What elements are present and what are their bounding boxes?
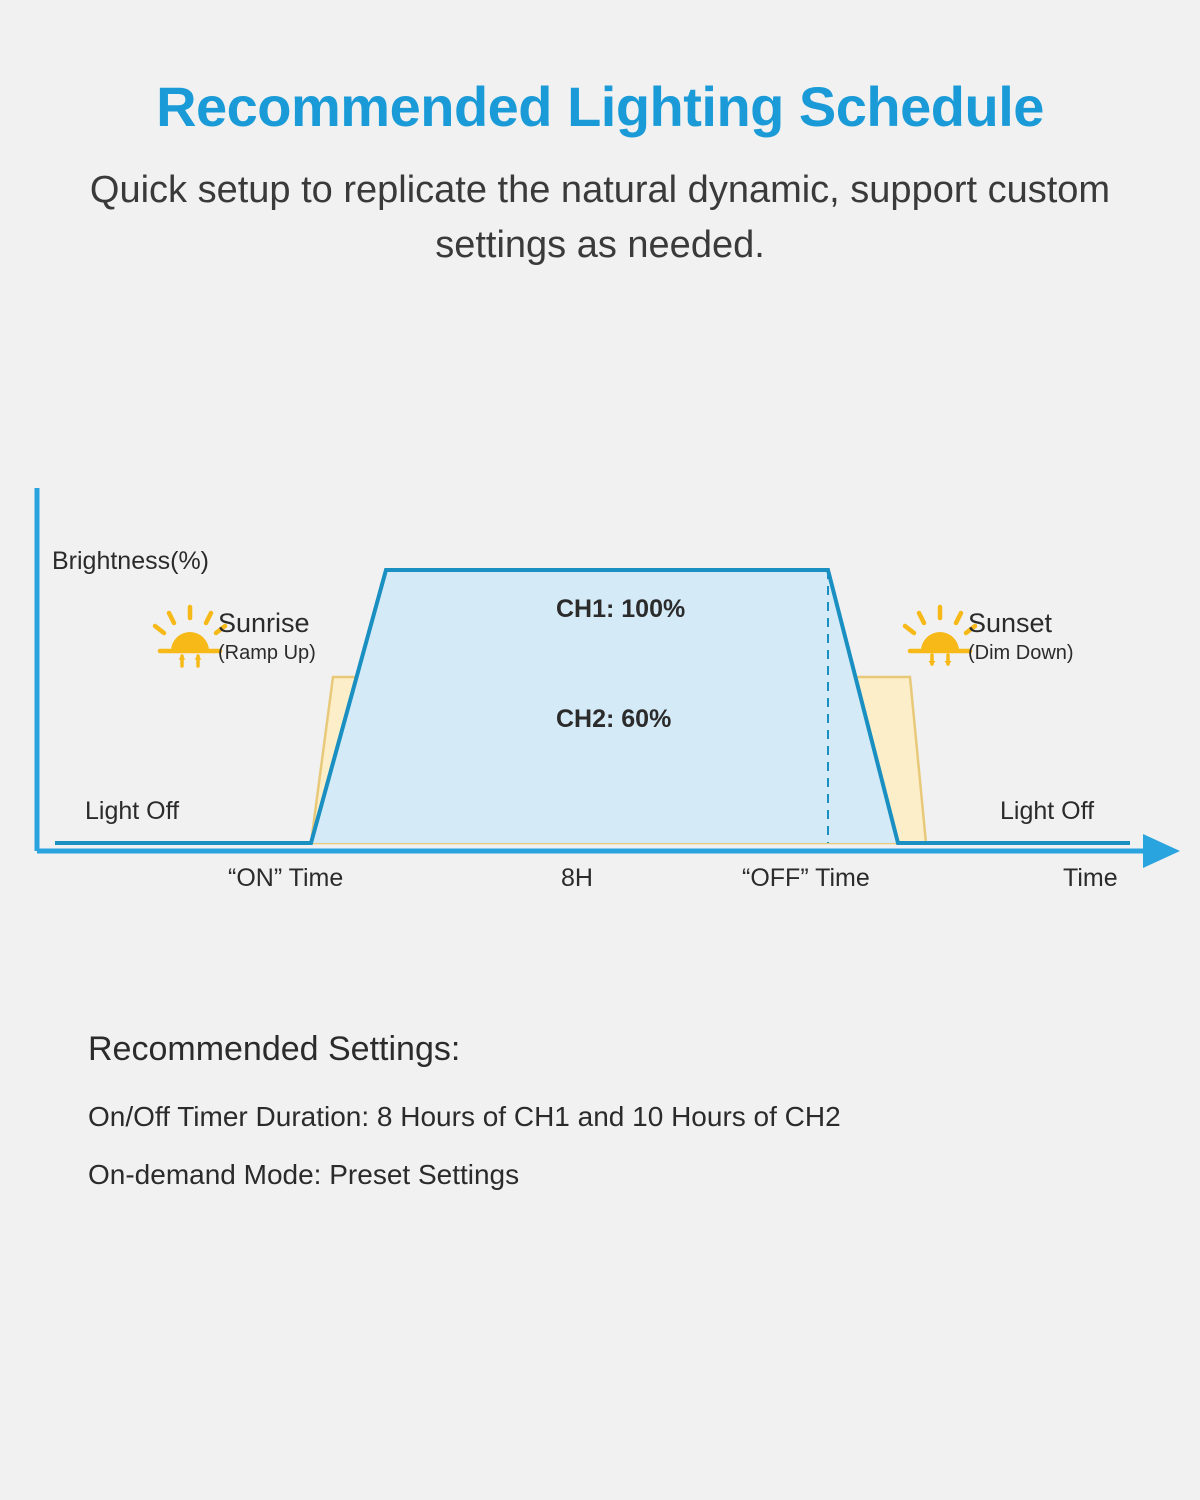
ch1-profile-line xyxy=(55,568,1130,845)
sunrise-icon xyxy=(152,604,228,668)
y-axis-label: Brightness(%) xyxy=(52,547,209,575)
page-header: Recommended Lighting Schedule Quick setu… xyxy=(0,0,1200,273)
recommended-settings-block: Recommended Settings: On/Off Timer Durat… xyxy=(88,1030,1088,1216)
x-axis-arrow-icon xyxy=(1143,834,1180,868)
x-axis-title: Time xyxy=(1063,864,1118,892)
light-off-left-label: Light Off xyxy=(85,797,179,825)
sunset-annotation: Sunset (Dim Down) xyxy=(902,604,1074,666)
sunset-label: Sunset xyxy=(968,608,1053,638)
settings-heading: Recommended Settings: xyxy=(88,1030,461,1068)
sunrise-label: Sunrise xyxy=(218,608,310,638)
ch2-value-label: CH2: 60% xyxy=(556,705,671,733)
page-subtitle: Quick setup to replicate the natural dyn… xyxy=(89,168,1111,266)
sunset-sublabel: (Dim Down) xyxy=(968,642,1074,664)
settings-line-on-demand-mode: On-demand Mode: Preset Settings xyxy=(88,1159,520,1191)
light-off-right-label: Light Off xyxy=(1000,797,1094,825)
sunrise-annotation: Sunrise (Ramp Up) xyxy=(152,604,316,668)
ch1-area xyxy=(311,570,898,843)
page-title: Recommended Lighting Schedule xyxy=(156,75,1044,138)
sunrise-sublabel: (Ramp Up) xyxy=(218,642,316,664)
chart-svg: Brightness(%) Light Off Light Off CH1: 1… xyxy=(34,488,1180,892)
x-tick-on-time: “ON” Time xyxy=(228,864,343,892)
sunset-icon xyxy=(902,604,978,666)
ch1-value-label: CH1: 100% xyxy=(556,595,685,623)
x-tick-duration: 8H xyxy=(561,864,593,892)
x-tick-off-time: “OFF” Time xyxy=(742,864,870,892)
lighting-schedule-chart: Brightness(%) Light Off Light Off CH1: 1… xyxy=(0,470,1200,910)
settings-line-timer-duration: On/Off Timer Duration: 8 Hours of CH1 an… xyxy=(88,1101,841,1132)
